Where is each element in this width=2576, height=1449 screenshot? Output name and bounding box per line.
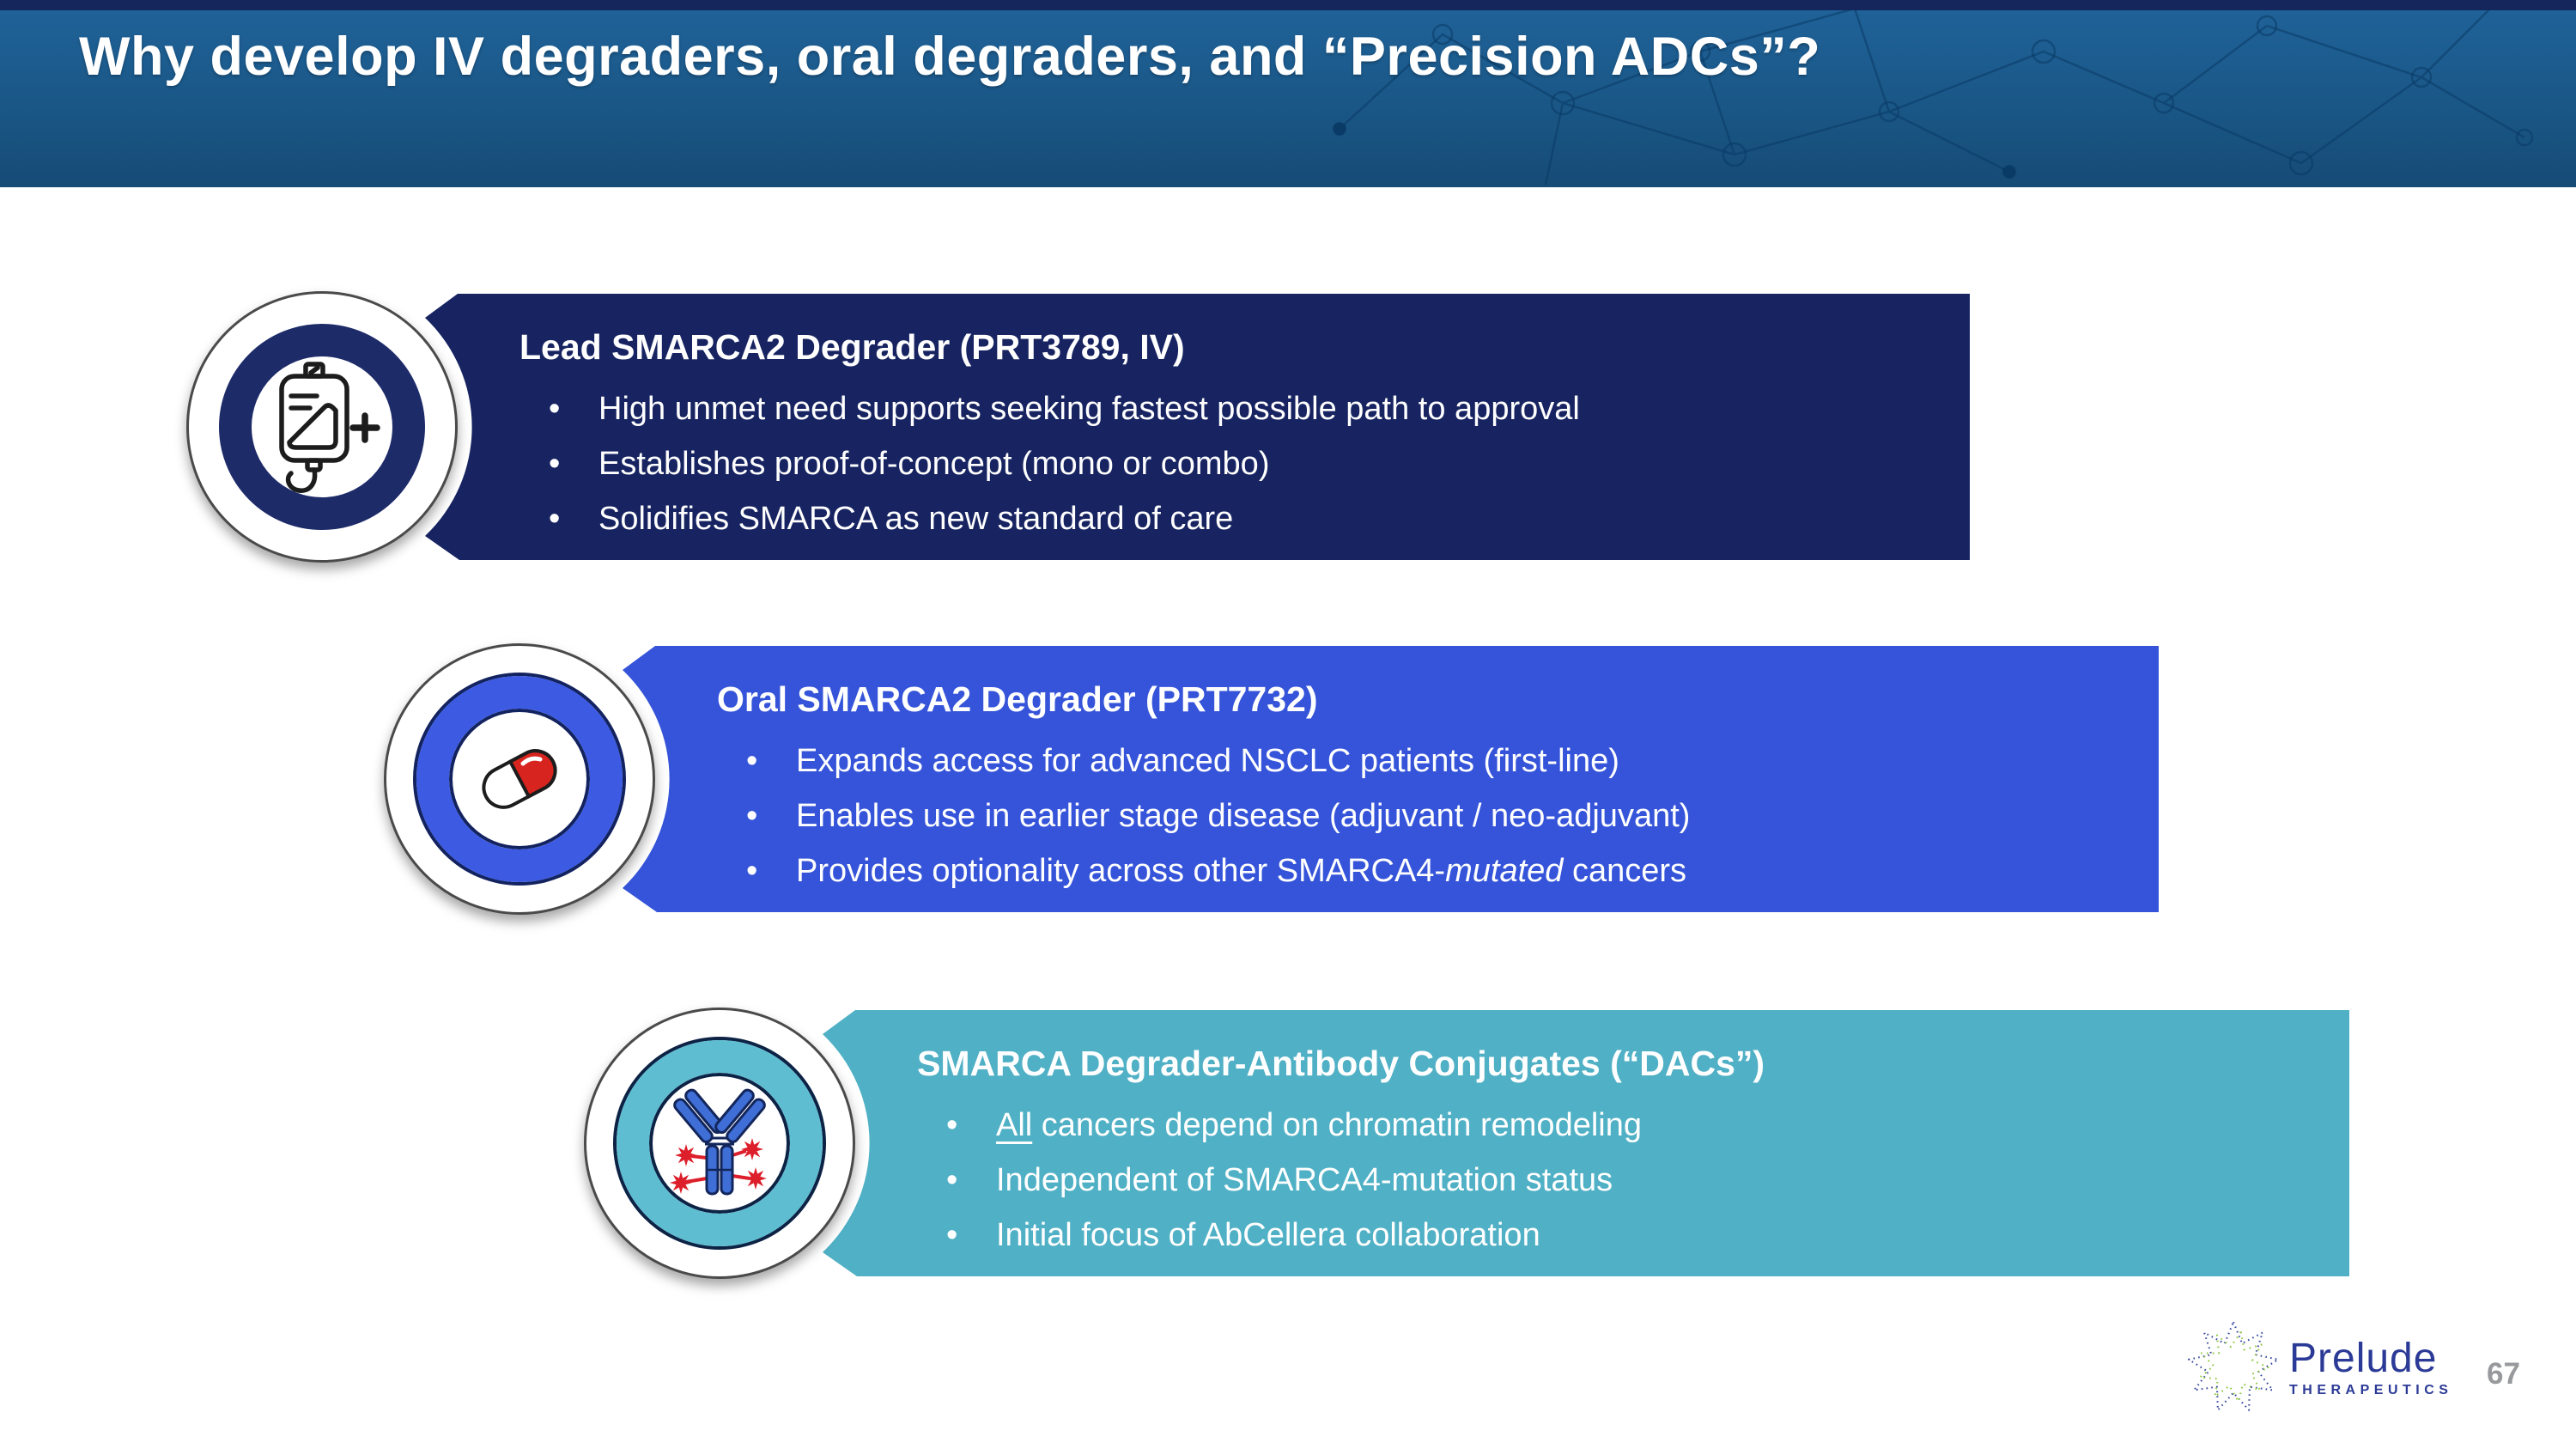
prelude-logo: Prelude THERAPEUTICS	[2186, 1319, 2452, 1416]
prelude-wordmark: Prelude THERAPEUTICS	[2289, 1335, 2453, 1398]
bullet-item: Independent of SMARCA4-mutation status	[917, 1153, 2324, 1208]
iv-bag-plus-icon	[251, 356, 393, 498]
bullet-list: Expands access for advanced NSCLC patien…	[717, 734, 2133, 898]
bullet-item: Provides optionality across other SMARCA…	[717, 843, 2133, 898]
bullet-item: Initial focus of AbCellera collaboration	[917, 1208, 2324, 1263]
icon-circle-iv	[186, 291, 458, 563]
bullet-item: Solidifies SMARCA as new standard of car…	[519, 491, 1944, 546]
bullet-item: Establishes proof-of-concept (mono or co…	[519, 436, 1944, 491]
banner-title: Oral SMARCA2 Degrader (PRT7732)	[717, 679, 1318, 719]
network-pattern	[1332, 7, 2534, 186]
banner-title: SMARCA Degrader-Antibody Conjugates (“DA…	[917, 1044, 1765, 1083]
bullet-item: Expands access for advanced NSCLC patien…	[717, 734, 2133, 788]
pill-capsule-icon	[448, 708, 591, 850]
logo-name: Prelude	[2289, 1335, 2438, 1381]
antibody-conjugate-icon	[648, 1072, 791, 1215]
banner-iv-degrader: Lead SMARCA2 Degrader (PRT3789, IV) High…	[425, 294, 1970, 560]
bullet-item: Enables use in earlier stage disease (ad…	[717, 788, 2133, 843]
icon-circle-pill	[384, 643, 655, 915]
header-top-strip	[0, 0, 2576, 10]
bullet-list: High unmet need supports seeking fastest…	[519, 381, 1944, 546]
bullet-item: All cancers depend on chromatin remodeli…	[917, 1098, 2324, 1153]
icon-circle-antibody	[584, 1008, 855, 1279]
bullet-list: All cancers depend on chromatin remodeli…	[917, 1098, 2324, 1263]
banner-dacs: SMARCA Degrader-Antibody Conjugates (“DA…	[823, 1010, 2349, 1276]
header-band: Why develop IV degraders, oral degraders…	[0, 0, 2576, 187]
logo-subtitle: THERAPEUTICS	[2289, 1382, 2453, 1397]
slide-title: Why develop IV degraders, oral degraders…	[79, 27, 1821, 87]
page-number: 67	[2487, 1357, 2520, 1391]
banner-oral-degrader: Oral SMARCA2 Degrader (PRT7732) Expands …	[623, 646, 2159, 912]
prelude-starburst-icon	[2187, 1321, 2280, 1411]
banner-title: Lead SMARCA2 Degrader (PRT3789, IV)	[519, 327, 1185, 367]
bullet-item: High unmet need supports seeking fastest…	[519, 381, 1944, 436]
